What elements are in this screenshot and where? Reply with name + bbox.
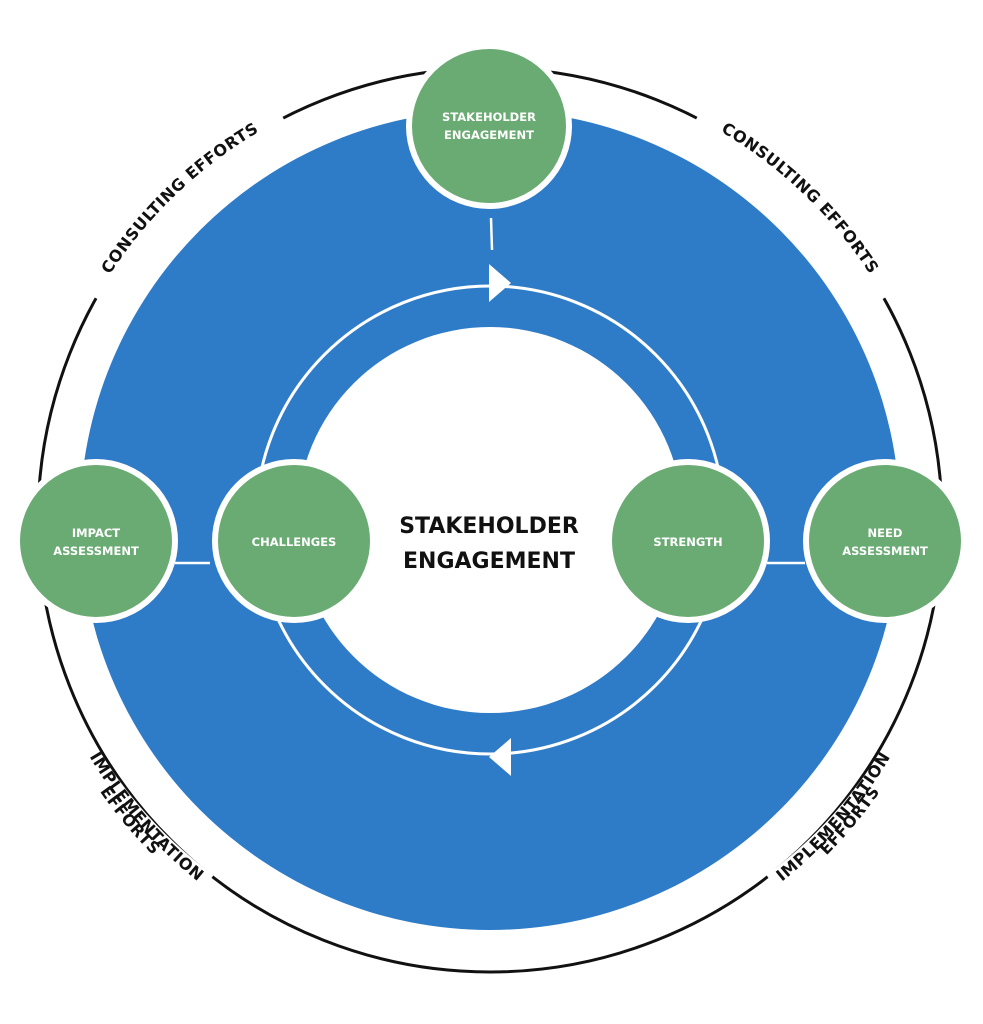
outer-ring-gap-bottom-left [69, 717, 214, 885]
node-need-line1: NEED [868, 526, 903, 540]
node-top-line2: ENGAGEMENT [444, 128, 534, 142]
node-impact-line2: ASSESSMENT [53, 544, 139, 558]
center-disc [297, 327, 683, 713]
connector-top [489, 217, 494, 251]
node-need-line2: ASSESSMENT [842, 544, 928, 558]
node-impact-assessment: IMPACT ASSESSMENT [14, 459, 178, 623]
outer-ring-gap-bottom-right [766, 717, 911, 885]
node-need-assessment: NEED ASSESSMENT [803, 459, 967, 623]
node-challenges-label: CHALLENGES [252, 535, 337, 549]
center-title-line2: ENGAGEMENT [403, 549, 575, 574]
node-impact-line1: IMPACT [72, 526, 120, 540]
outer-ring-gap-top-right [693, 112, 890, 301]
node-challenges: CHALLENGES [212, 459, 376, 623]
center-title-line1: STAKEHOLDER [399, 514, 579, 539]
node-top-line1: STAKEHOLDER [442, 110, 536, 124]
arrow-left-icon [489, 738, 511, 776]
arrow-right-icon [489, 264, 511, 302]
node-strength: STRENGTH [606, 459, 770, 623]
node-strength-label: STRENGTH [653, 535, 722, 549]
outer-ring-gap-top-left [90, 112, 287, 301]
node-top-stakeholder-engagement: STAKEHOLDER ENGAGEMENT [406, 43, 572, 209]
